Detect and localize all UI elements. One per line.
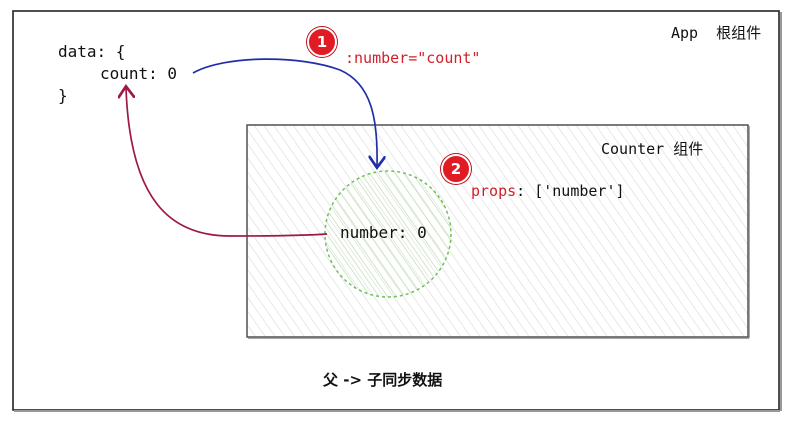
props-value: : ['number'] (516, 182, 625, 200)
binding-expression: :number="count" (345, 49, 481, 67)
sync-back-arrow (126, 88, 328, 237)
code-line-data: data: { (58, 42, 126, 61)
step-1-badge: 1 (307, 27, 337, 57)
counter-box-label: Counter 组件 (601, 140, 704, 158)
app-box-label: App 根组件 (671, 24, 762, 42)
code-line-count: count: 0 (100, 64, 178, 83)
code-line-close: } (58, 86, 68, 105)
binding-arrow (192, 58, 377, 166)
diagram-caption: 父 -> 子同步数据 (323, 371, 443, 389)
step-2-badge: 2 (441, 154, 471, 184)
props-declaration: props: ['number'] (471, 182, 625, 200)
number-prop-label: number: 0 (340, 223, 427, 242)
props-keyword: props (471, 182, 517, 200)
number-prop-circle (324, 170, 452, 298)
